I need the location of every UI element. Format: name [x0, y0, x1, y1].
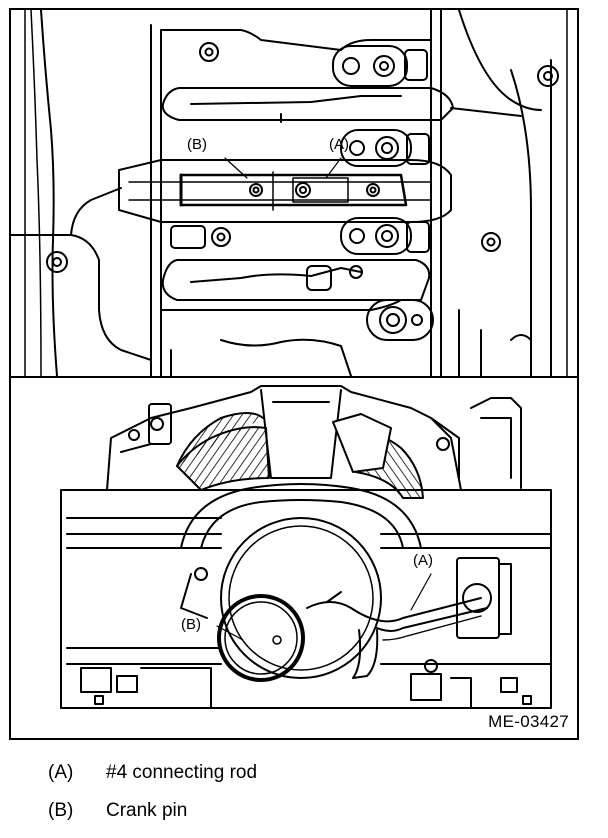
legend-label: #4 connecting rod — [106, 762, 258, 783]
section-view-drawing — [60, 385, 552, 709]
legend: (A) #4 connecting rod (B) Crank pin — [48, 762, 257, 838]
legend-row: (B) Crank pin — [48, 800, 257, 838]
figure-frame: (B) (A) — [9, 8, 579, 740]
top-callout-b: (B) — [187, 136, 207, 153]
legend-key: (B) — [48, 800, 74, 821]
section-callout-b: (B) — [181, 616, 201, 633]
figure-id: ME-03427 — [488, 712, 569, 731]
section-callout-a: (A) — [413, 552, 433, 569]
section-view-panel: (A) (B) ME-03427 — [11, 378, 577, 738]
top-callout-a: (A) — [329, 136, 349, 153]
top-view-drawing — [11, 10, 568, 376]
legend-label: Crank pin — [106, 800, 188, 821]
top-view-panel: (B) (A) — [11, 10, 577, 376]
panel-divider — [11, 376, 577, 378]
legend-row: (A) #4 connecting rod — [48, 762, 257, 800]
legend-key: (A) — [48, 762, 74, 783]
